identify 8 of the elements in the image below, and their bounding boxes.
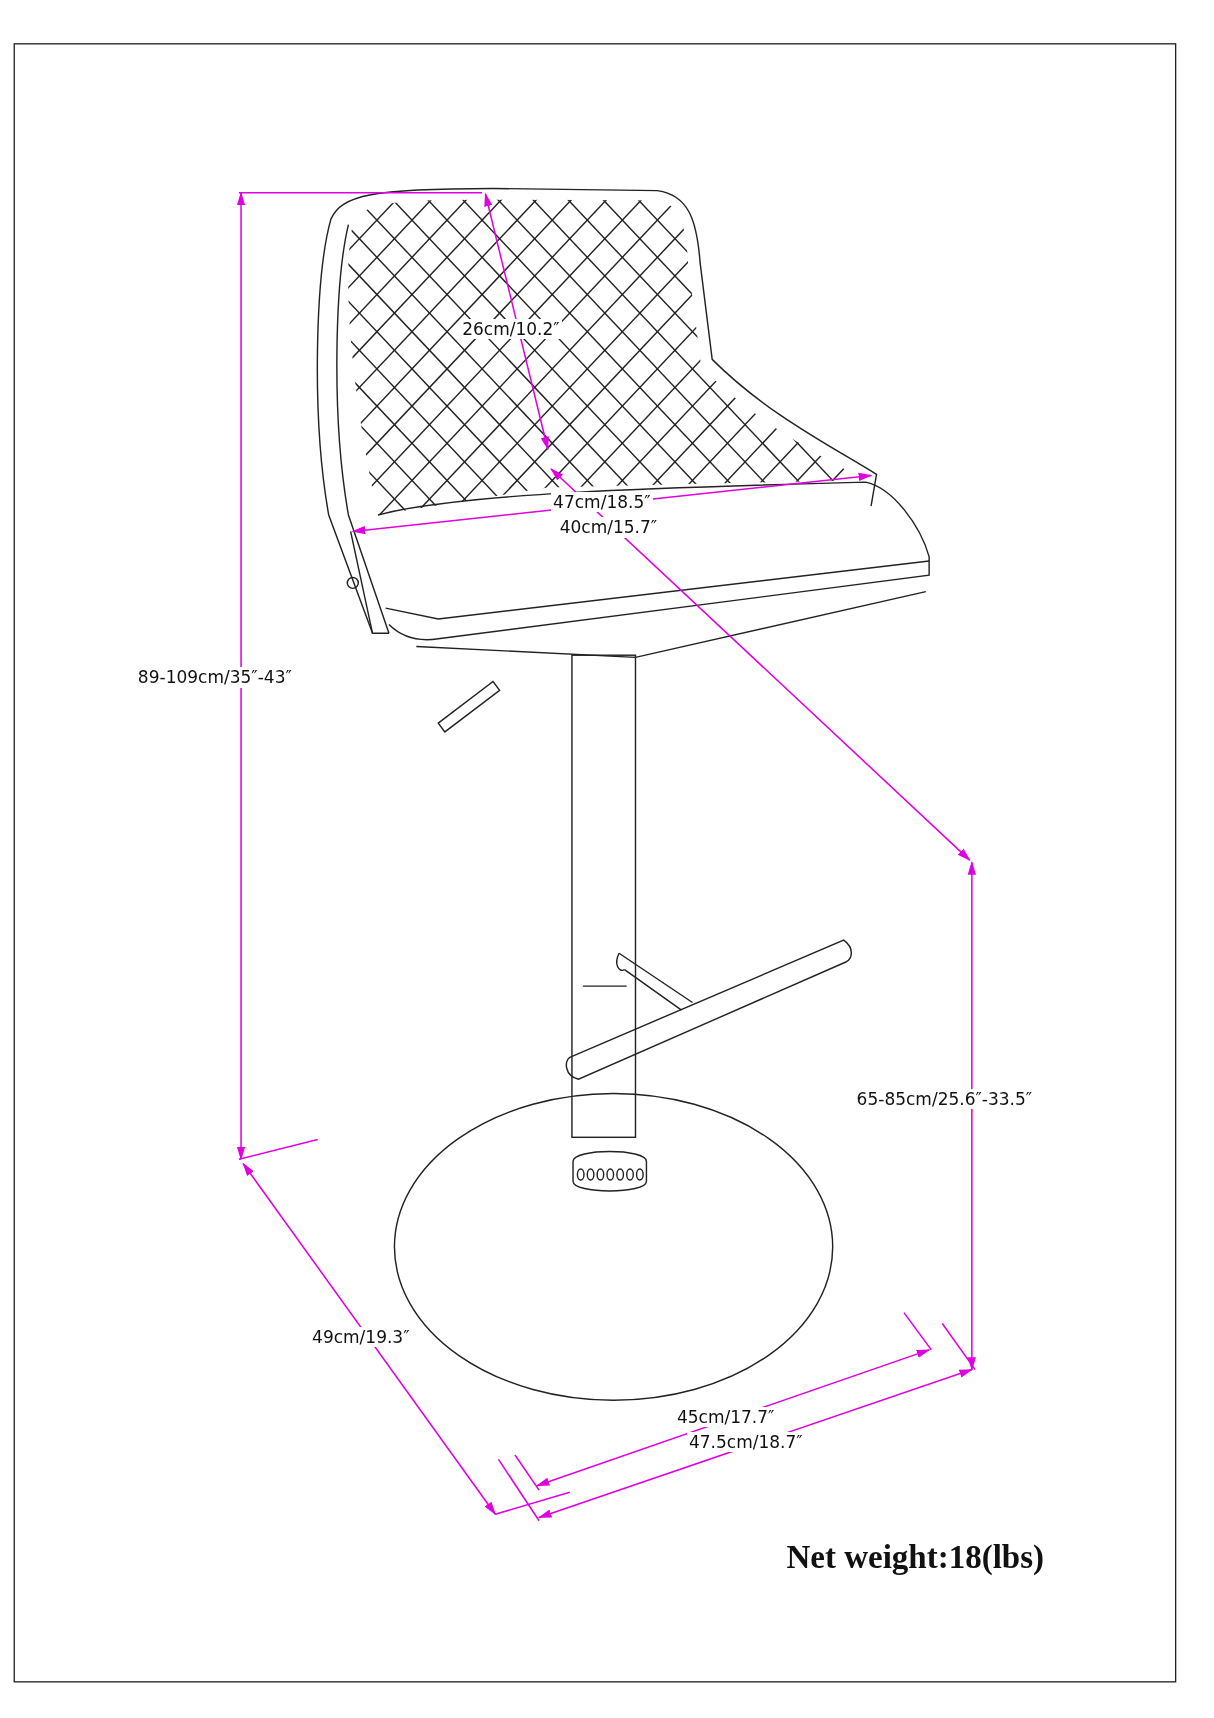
dimension-label: 89-109cm/35″-43″ [135, 667, 294, 688]
dimension-label: 47.5cm/18.7″ [686, 1432, 805, 1453]
dimension-label: 40cm/15.7″ [557, 517, 660, 538]
dimension-label: 49cm/19.3″ [310, 1326, 412, 1348]
dimension-label: 45cm/17.7″ [674, 1406, 777, 1428]
dimension-label: 47cm/18.5″ [551, 491, 653, 513]
dimension-label: 26cm/10.2″ [460, 318, 562, 340]
dimension-label: 65-85cm/25.6″-33.5″ [854, 1089, 1035, 1110]
